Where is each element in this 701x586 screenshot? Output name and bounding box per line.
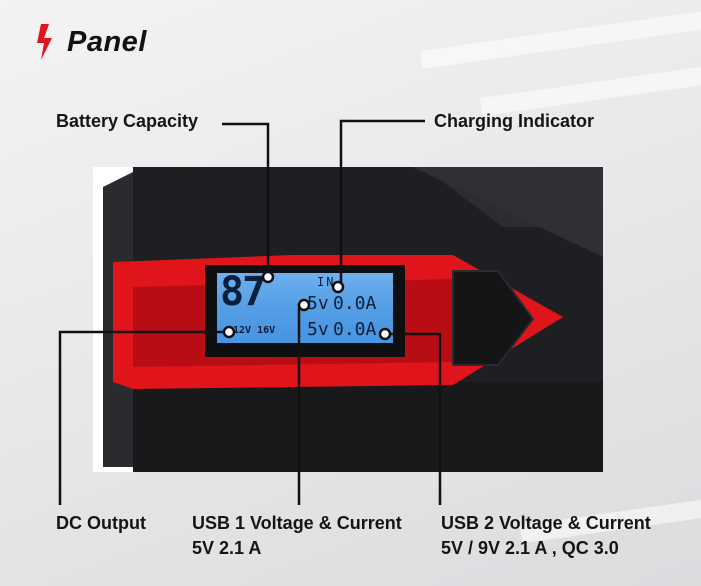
dc-output-line <box>58 330 229 505</box>
lightning-bolt-icon <box>37 24 52 60</box>
usb1-dot <box>297 298 311 312</box>
usb2-line <box>385 332 442 505</box>
usb2-dot <box>378 327 392 341</box>
lcd-usb2-current: 0.0A <box>333 319 377 340</box>
charging-indicator-dot <box>331 280 345 294</box>
dc-output-label: DC Output <box>56 513 146 533</box>
usb2-title-label: USB 2 Voltage & Current <box>441 513 651 533</box>
panel-title: Panel <box>35 24 147 60</box>
charging-indicator-label: Charging Indicator <box>434 111 595 131</box>
usb1-spec-label: 5V 2.1 A <box>192 538 262 558</box>
battery-capacity-label: Battery Capacity <box>56 111 199 131</box>
lcd-usb2-voltage: 5v <box>307 319 329 340</box>
lcd-dc-voltages: 12V 16V <box>233 325 276 336</box>
usb1-line <box>297 303 304 505</box>
battery-capacity-dot <box>261 270 275 284</box>
lcd-usb1-voltage: 5v <box>307 293 329 314</box>
dc-output-dot <box>222 325 236 339</box>
usb1-title-label: USB 1 Voltage & Current <box>192 513 402 533</box>
lcd-capacity: 87 <box>220 269 266 315</box>
charging-indicator-line <box>339 119 425 285</box>
battery-capacity-line <box>222 122 270 277</box>
panel-title-text: Panel <box>67 25 147 58</box>
lcd-indicator: IN <box>317 275 336 289</box>
usb2-spec-label: 5V / 9V 2.1 A , QC 3.0 <box>441 538 619 558</box>
lcd-usb1-current: 0.0A <box>333 293 377 314</box>
